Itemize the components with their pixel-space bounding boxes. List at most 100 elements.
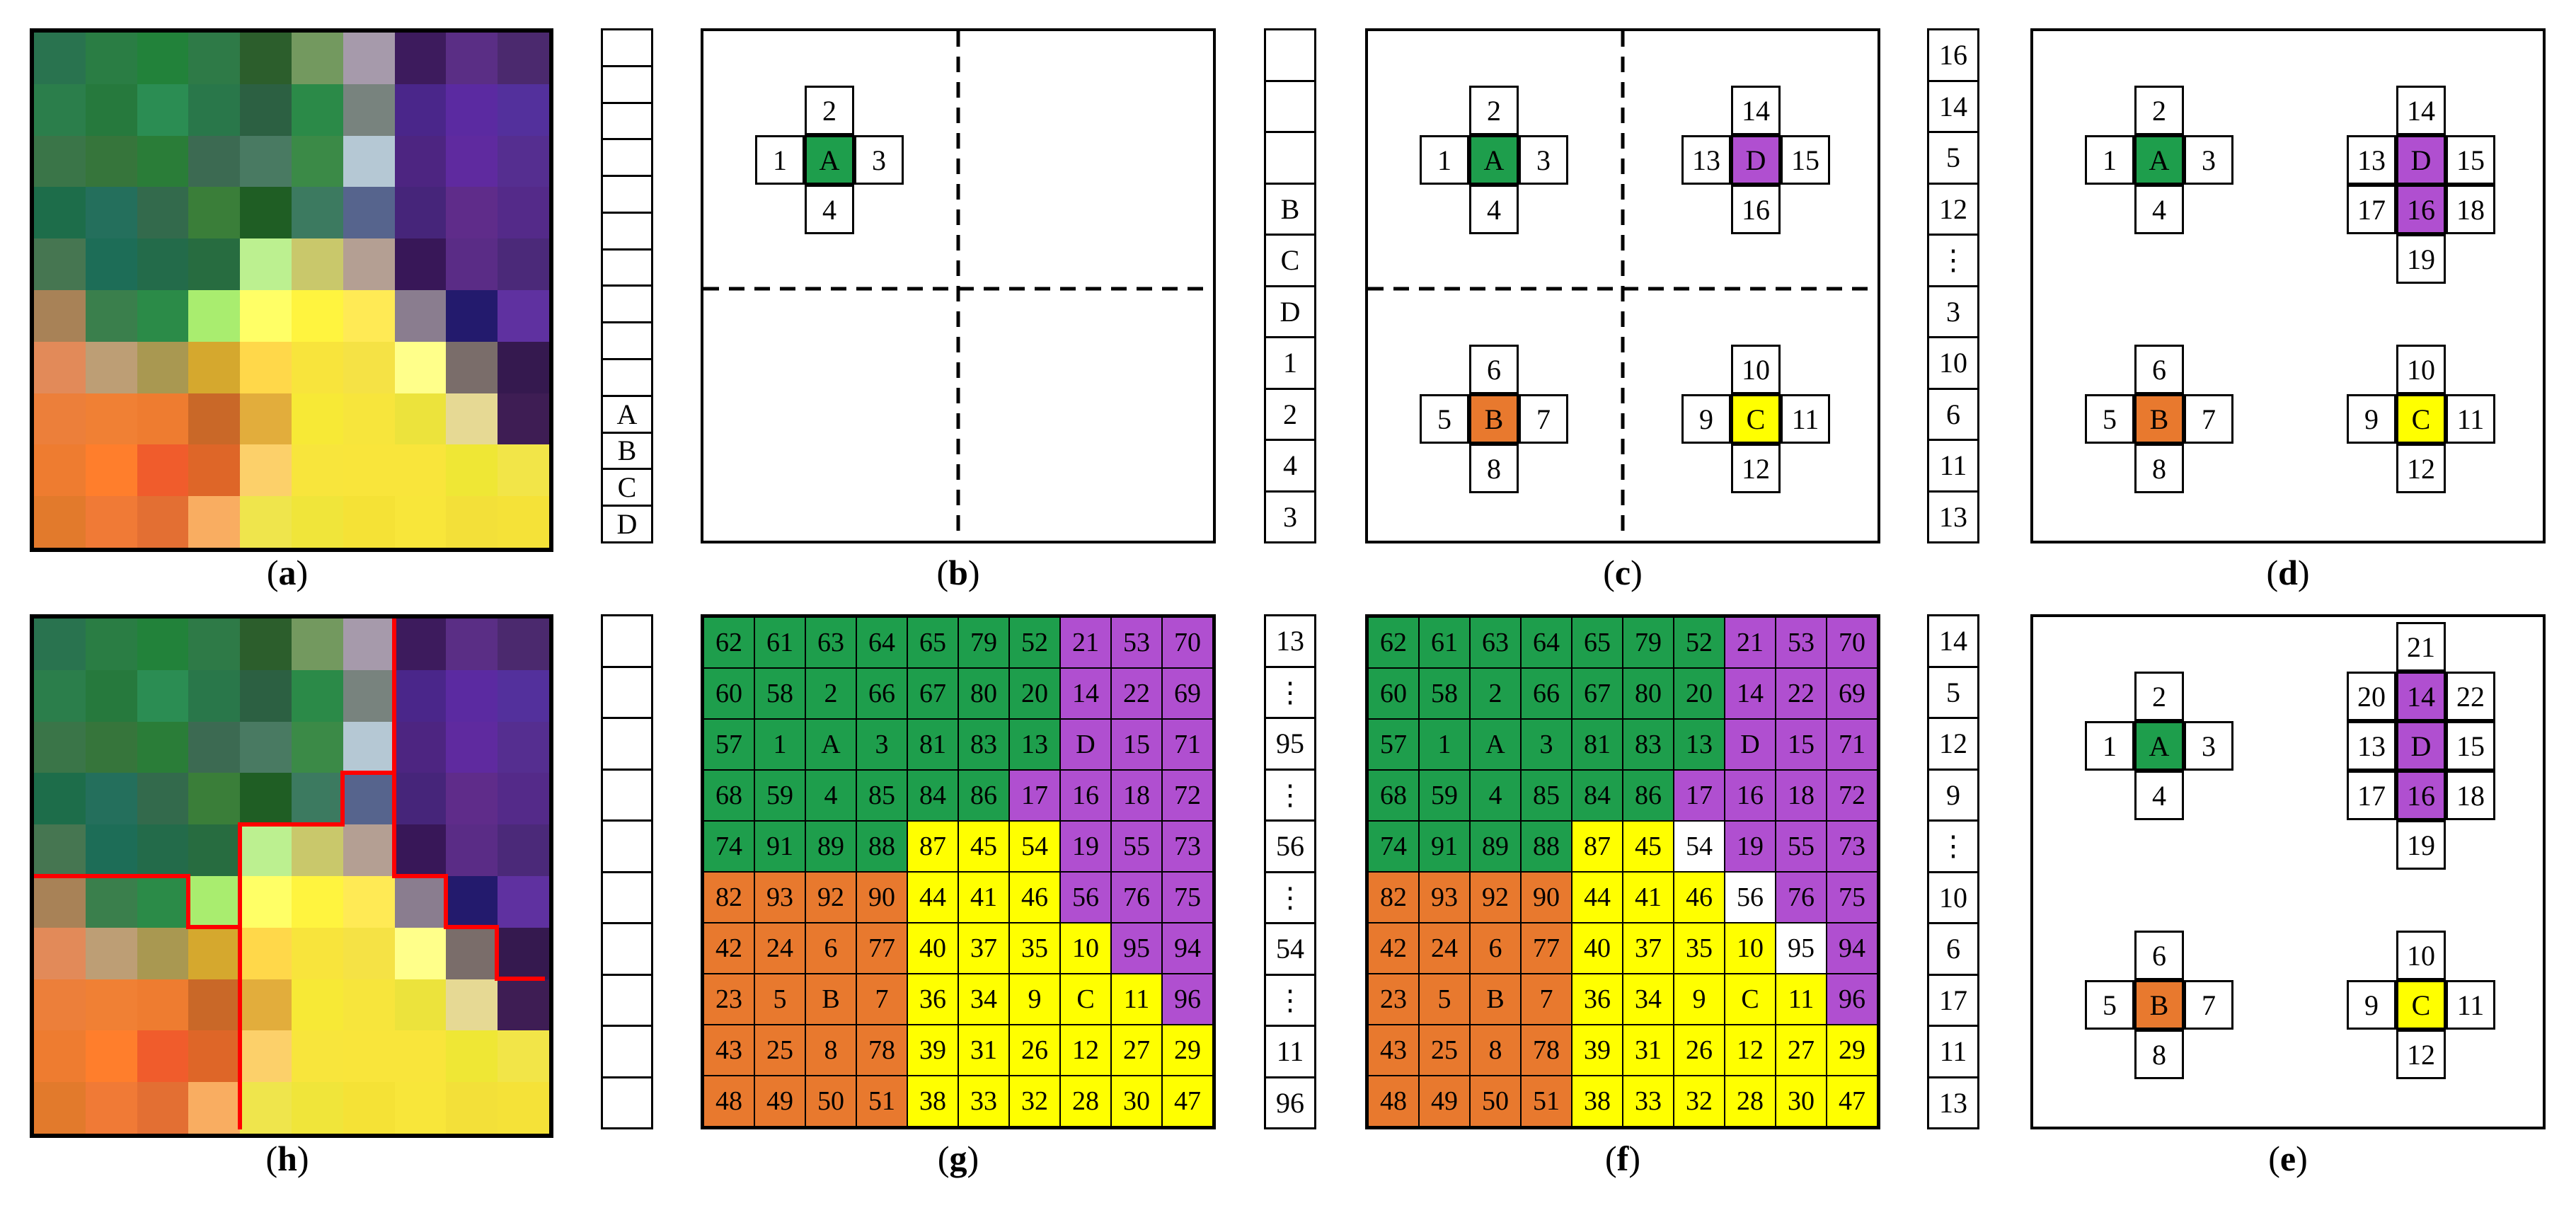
label-cell: 3 (856, 719, 907, 770)
queue-slot: ⋮ (1266, 668, 1314, 719)
queue-slot: A (603, 397, 651, 434)
pixel (240, 444, 292, 497)
label-cell: 26 (1674, 1025, 1725, 1076)
label-cell: 44 (907, 872, 958, 923)
pixel (240, 187, 292, 239)
pixel (188, 135, 241, 188)
pixel (34, 669, 86, 722)
pixel (446, 1082, 498, 1134)
seed-cell: A (2134, 721, 2184, 771)
pixel (498, 238, 549, 290)
label-cell: 60 (703, 668, 754, 719)
pixel (343, 187, 395, 239)
pixel (85, 927, 137, 979)
label-cell: 67 (1572, 668, 1623, 719)
pixel (34, 721, 86, 773)
neighbor-cell: 1 (755, 135, 805, 185)
pixel (394, 876, 447, 928)
pixel (394, 618, 447, 670)
pixel (292, 876, 343, 928)
label-cell: 58 (754, 668, 805, 719)
pixel (85, 979, 137, 1031)
pixel (34, 979, 86, 1031)
pixel (137, 33, 189, 84)
label-cell: 72 (1162, 770, 1213, 821)
neighbor-cell: 19 (2396, 234, 2446, 284)
pixel (34, 444, 86, 497)
queue-slot: ⋮ (1266, 873, 1314, 924)
pixel (85, 290, 137, 342)
label-cell: 96 (1162, 974, 1213, 1025)
pixel (343, 444, 395, 497)
label-cell: 14 (1060, 668, 1111, 719)
label-cell: 84 (1572, 770, 1623, 821)
label-cell: 93 (1419, 872, 1470, 923)
caption-f: (f) (1605, 1139, 1640, 1178)
label-cell: 15 (1776, 719, 1827, 770)
pixel (446, 341, 498, 393)
label-cell: 55 (1111, 821, 1162, 872)
neighbor-cell: 19 (2396, 820, 2446, 870)
caption-b: (b) (936, 553, 980, 592)
label-cell: D (1725, 719, 1776, 770)
label-cell: 63 (1470, 617, 1521, 668)
label-cell: 66 (856, 668, 907, 719)
seed-cell: B (1469, 394, 1519, 444)
pixel (137, 238, 189, 290)
pixel (343, 1030, 395, 1083)
pixel (137, 773, 189, 825)
label-cell: 35 (1009, 923, 1060, 974)
pixel (240, 824, 292, 876)
label-cell: 95 (1776, 923, 1827, 974)
label-cell: 61 (1419, 617, 1470, 668)
pixel (394, 393, 447, 445)
pixel (292, 927, 343, 979)
label-cell: 65 (1572, 617, 1623, 668)
label-cell: 71 (1827, 719, 1878, 770)
pixel (394, 721, 447, 773)
pixel (137, 187, 189, 239)
pixel (498, 773, 549, 825)
seed-cell: B (2134, 980, 2184, 1030)
label-cell: 41 (1623, 872, 1674, 923)
queue-slot (603, 104, 651, 141)
label-cell: 78 (1521, 1025, 1572, 1076)
label-cell: 25 (1419, 1025, 1470, 1076)
queue-slot: D (1266, 287, 1314, 338)
label-cell: 48 (1368, 1076, 1419, 1127)
region-boundary-h (34, 618, 545, 981)
label-cell: 34 (1623, 974, 1674, 1025)
seed-cell: A (1469, 135, 1519, 185)
label-cell: 3 (1521, 719, 1572, 770)
pixel (394, 187, 447, 239)
pixel (85, 669, 137, 722)
neighbor-cell: 9 (1681, 394, 1731, 444)
queue-slot (1266, 133, 1314, 185)
pixel (240, 341, 292, 393)
label-cell: 91 (1419, 821, 1470, 872)
pixel (240, 290, 292, 342)
neighbor-cell: 22 (2446, 672, 2495, 721)
pixel (188, 927, 241, 979)
neighbor-cell: 12 (1731, 444, 1781, 493)
pixel (498, 496, 549, 548)
pixel (34, 393, 86, 445)
queue-slot (603, 214, 651, 251)
pixel (343, 824, 395, 876)
pixel (343, 979, 395, 1031)
label-cell: 45 (958, 821, 1009, 872)
neighbor-cell: 15 (1781, 135, 1830, 185)
label-cell: 26 (1009, 1025, 1060, 1076)
pixel (446, 135, 498, 188)
queue-slot (603, 360, 651, 397)
neighbor-cell: 6 (2134, 931, 2184, 980)
label-cell: 1 (1419, 719, 1470, 770)
label-cell: C (1060, 974, 1111, 1025)
label-cell: 88 (856, 821, 907, 872)
neighbor-cell: 9 (2347, 394, 2396, 444)
pixel (394, 238, 447, 290)
